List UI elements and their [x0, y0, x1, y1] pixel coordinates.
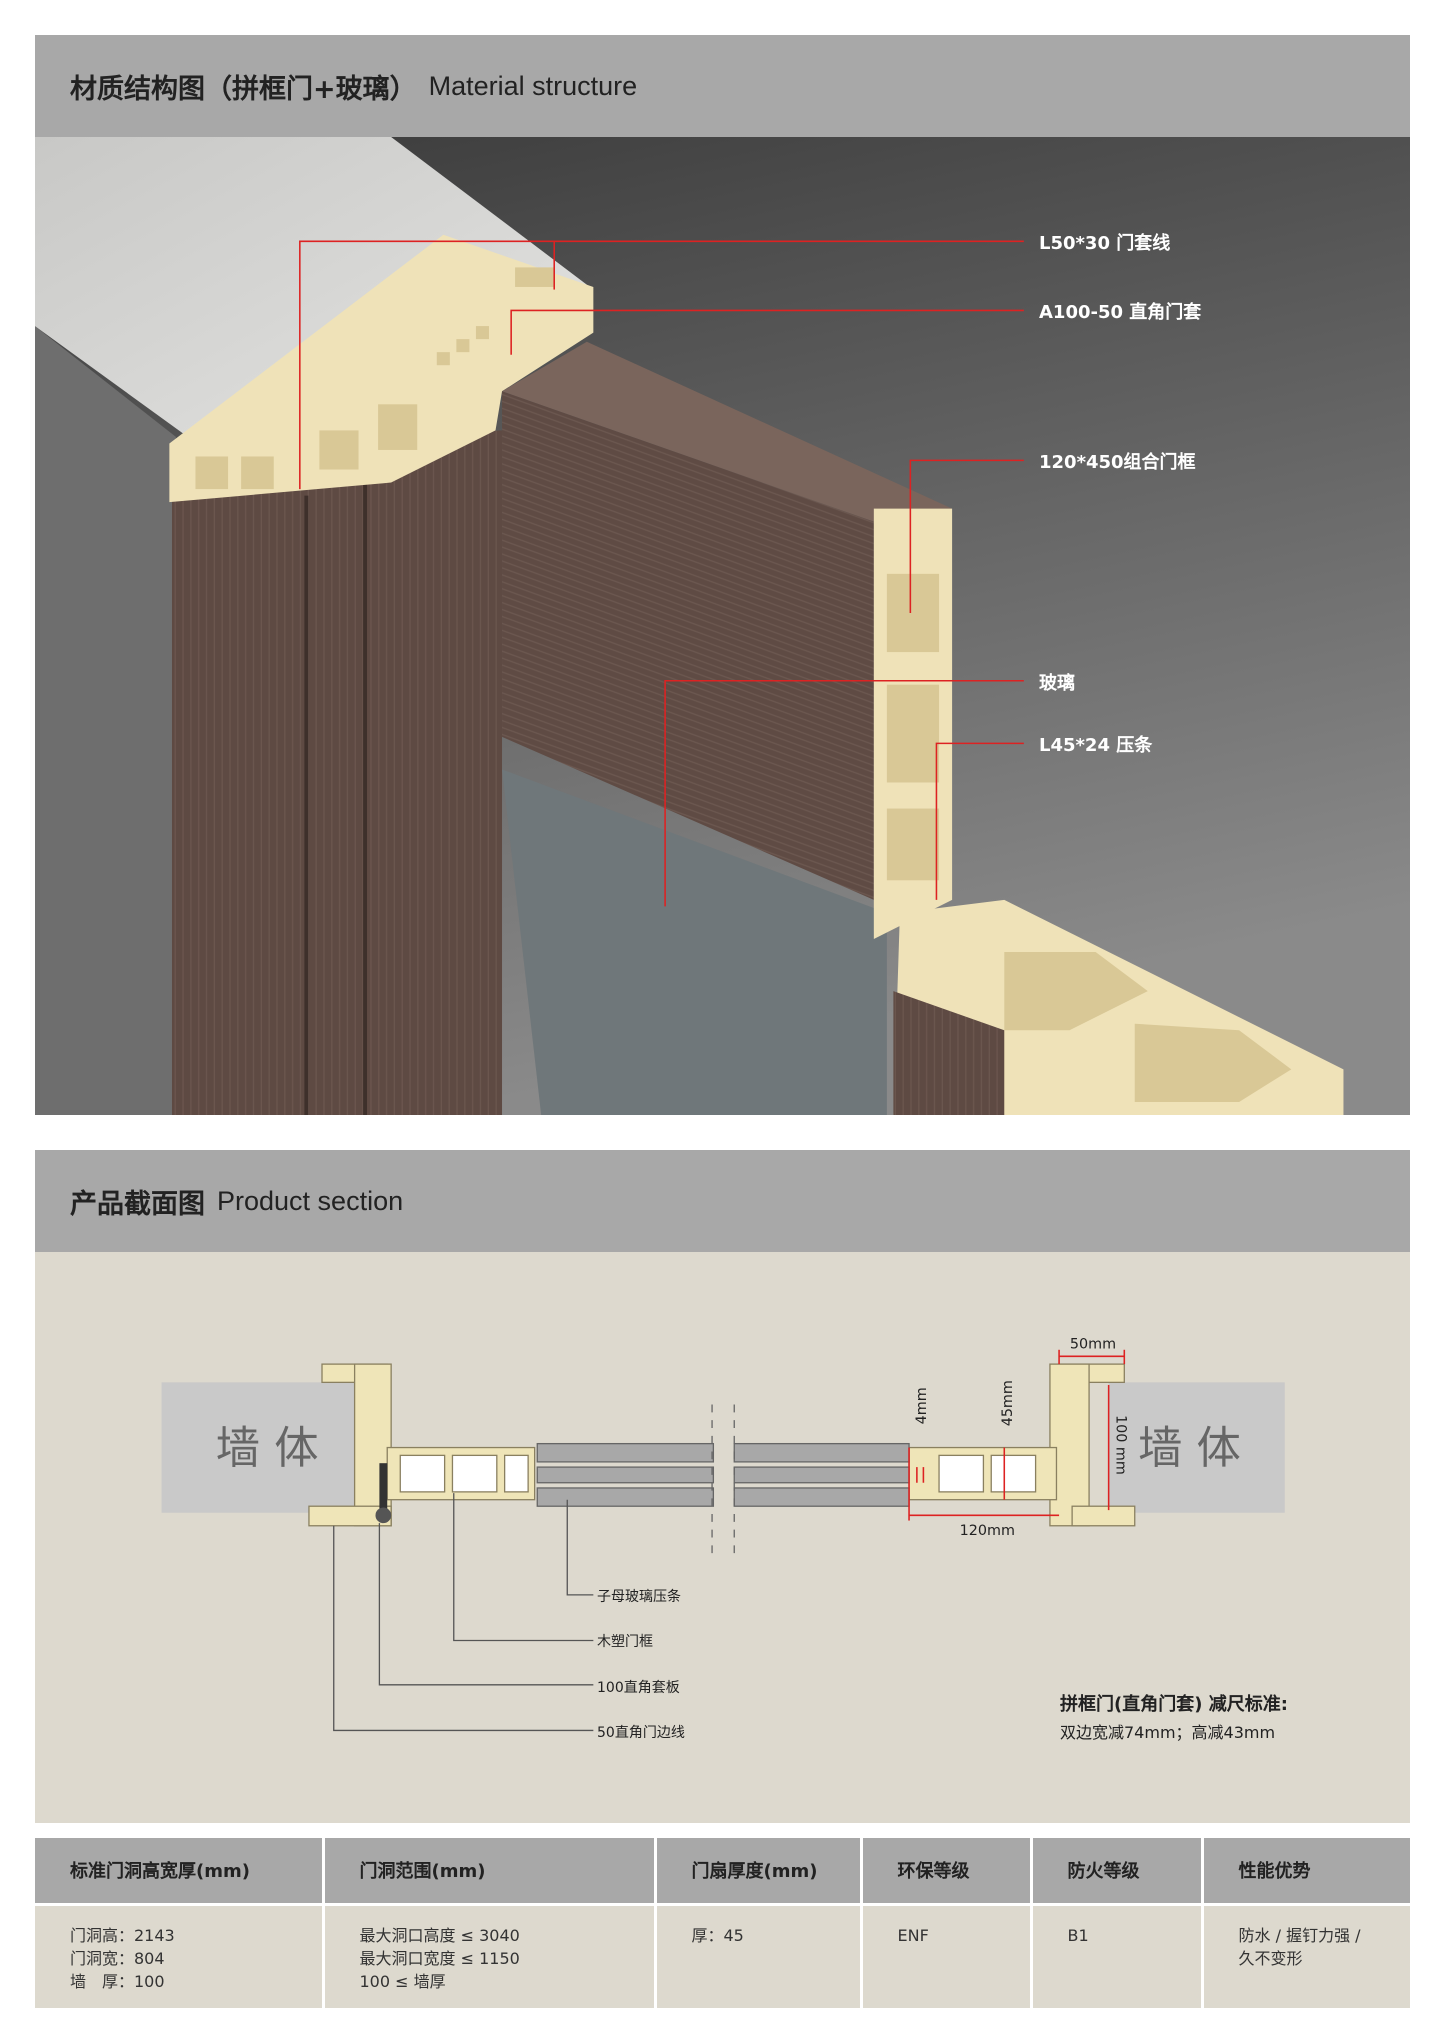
product-section-header: 产品截面图 Product section: [35, 1150, 1410, 1252]
cell-line: 最大洞口高度 ≤ 3040: [359, 1925, 520, 1945]
callout-wpc-frame: 木塑门框: [597, 1634, 653, 1650]
table-header: 标准门洞高宽厚(mm): [35, 1838, 325, 1906]
dim-50mm: 50mm: [1070, 1336, 1116, 1352]
label-bead-strip: L45*24 压条: [1039, 735, 1153, 756]
wall-right-label: 墙 体: [1138, 1423, 1241, 1474]
wall-left-label: 墙 体: [216, 1423, 319, 1474]
glass: [502, 769, 887, 1115]
cell-line: 100 ≤ 墙厚: [359, 1971, 446, 1991]
wall-left: [161, 1382, 355, 1513]
dim-45mm: 45mm: [1000, 1380, 1016, 1426]
leader-lines: [299, 240, 1024, 907]
header-title-en: Product section: [217, 1185, 404, 1216]
label-combined-frame: 120*450组合门框: [1039, 452, 1196, 473]
cell-line: ENF: [897, 1925, 929, 1945]
material-structure-render: [35, 137, 1410, 1115]
deduction-standard-title: 拼框门(直角门套) 减尺标准:: [1060, 1694, 1288, 1715]
dim-100mm: 100 mm: [1112, 1415, 1128, 1475]
cell-line: 厚：45: [691, 1925, 744, 1945]
cell-line: 墙 厚：100: [70, 1971, 165, 1991]
table-cell: 防水 / 握钉力强 / 久不变形: [1202, 1904, 1410, 2008]
label-glass: 玻璃: [1039, 673, 1075, 694]
dimension-lines: [908, 1349, 1126, 1521]
table-header: 性能优势: [1202, 1838, 1410, 1906]
cell-line: 门洞高：2143: [70, 1925, 175, 1945]
header-title-cn: 材质结构图（拼框门+玻璃）: [70, 73, 417, 105]
cell-line: 防水 / 握钉力强 /: [1238, 1925, 1361, 1945]
callout-edge-line: 50直角门边线: [597, 1725, 685, 1741]
dim-120mm: 120mm: [960, 1523, 1015, 1539]
table-cell: 门洞高：2143 门洞宽：804 墙 厚：100: [35, 1904, 325, 2008]
cell-line: 最大洞口宽度 ≤ 1150: [359, 1948, 520, 1968]
header-beam: [502, 391, 874, 900]
table-cell: B1: [1031, 1904, 1204, 2008]
door-panel: [536, 1442, 910, 1507]
callout-casing-board: 100直角套板: [597, 1680, 680, 1696]
table-cell: 最大洞口高度 ≤ 3040 最大洞口宽度 ≤ 1150 100 ≤ 墙厚: [323, 1904, 657, 2008]
header-title-cn: 产品截面图: [70, 1188, 205, 1220]
cell-line: B1: [1067, 1925, 1089, 1945]
material-structure-header: 材质结构图（拼框门+玻璃） Material structure: [35, 35, 1410, 137]
section-drawing: 墙 体 墙 体 50mm 120mm 4mm 45mm 100 mm: [35, 1252, 1410, 1823]
callout-glass-bead: 子母玻璃压条: [597, 1589, 681, 1605]
cell-line: 久不变形: [1238, 1948, 1303, 1968]
table-header: 环保等级: [861, 1838, 1033, 1906]
casing-profile: [169, 234, 594, 503]
deduction-standard-text: 双边宽减74mm；高减43mm: [1060, 1723, 1276, 1742]
wall-right: [1108, 1382, 1285, 1513]
table-cell: ENF: [861, 1904, 1033, 2008]
table-header: 门洞范围(mm): [323, 1838, 657, 1906]
label-right-angle-casing: A100-50 直角门套: [1039, 302, 1202, 323]
spec-table: 标准门洞高宽厚(mm) 门洞范围(mm) 门扇厚度(mm) 环保等级 防火等级 …: [35, 1838, 1410, 2008]
header-title-en: Material structure: [428, 70, 638, 101]
table-header: 防火等级: [1031, 1838, 1204, 1906]
callout-lines: [333, 1493, 594, 1732]
door-jamb: [171, 430, 503, 1115]
table-header: 门扇厚度(mm): [655, 1838, 863, 1906]
table-cell: 厚：45: [655, 1904, 863, 2008]
table-header-row: 标准门洞高宽厚(mm) 门洞范围(mm) 门扇厚度(mm) 环保等级 防火等级 …: [35, 1838, 1410, 1906]
label-door-casing-line: L50*30 门套线: [1039, 233, 1171, 254]
dim-4mm: 4mm: [914, 1387, 930, 1424]
cell-line: 门洞宽：804: [70, 1948, 165, 1968]
